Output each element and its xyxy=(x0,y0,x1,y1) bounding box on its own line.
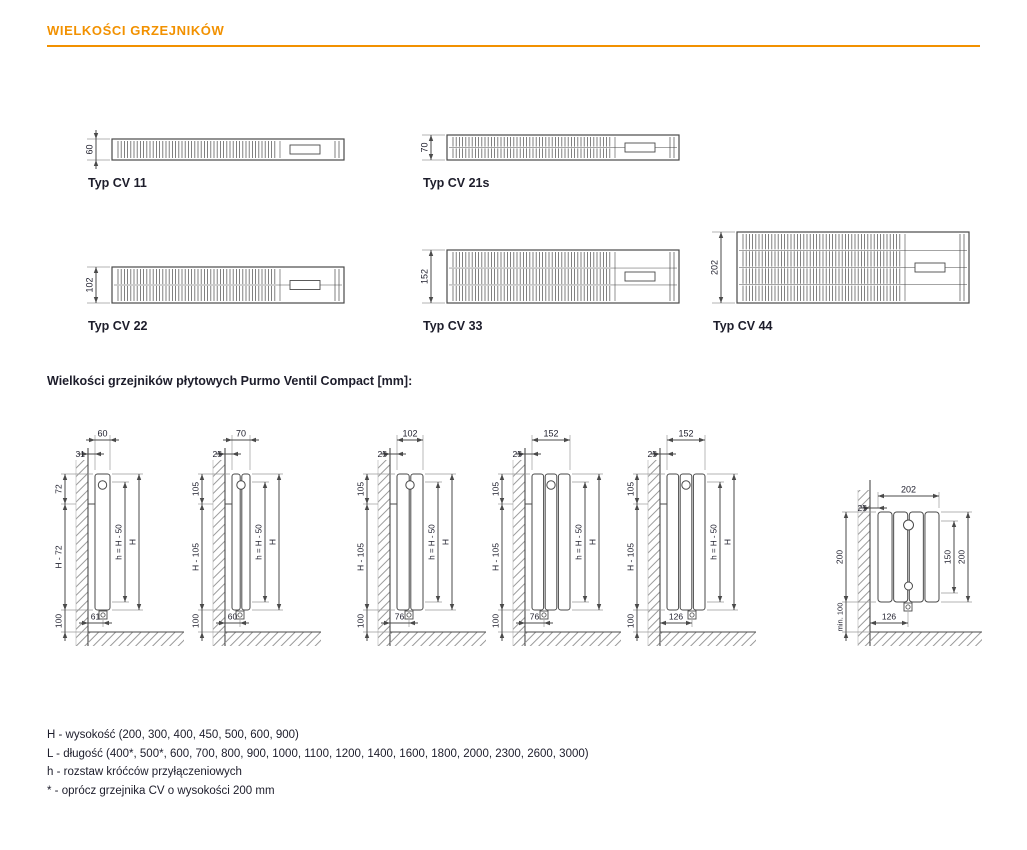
top-view-diagram-cv22: 102 xyxy=(78,257,350,313)
legend: H - wysokość (200, 300, 400, 450, 500, 6… xyxy=(47,729,589,803)
svg-text:105: 105 xyxy=(491,482,501,496)
svg-text:25: 25 xyxy=(648,449,658,459)
svg-text:152: 152 xyxy=(420,269,430,284)
svg-text:102: 102 xyxy=(402,429,417,439)
legend-line-length: L - długość (400*, 500*, 600, 700, 800, … xyxy=(47,747,589,760)
svg-text:70: 70 xyxy=(420,142,430,152)
svg-text:H: H xyxy=(588,539,598,545)
svg-text:100: 100 xyxy=(491,614,501,628)
svg-text:202: 202 xyxy=(710,260,720,275)
top-view-label-cv44: Typ CV 44 xyxy=(713,319,773,333)
subtitle: Wielkości grzejników płytowych Purmo Ven… xyxy=(47,374,413,388)
svg-text:76: 76 xyxy=(530,612,540,622)
svg-text:h = H - 50: h = H - 50 xyxy=(575,524,584,560)
side-view-cv22: 102 25 105 H - 105 100 h = H - 50 H 76 xyxy=(350,424,500,676)
svg-text:H: H xyxy=(128,539,138,545)
side-view-cv21s: 70 25 105 H - 105 100 h = H - 50 H 60 xyxy=(185,424,335,676)
svg-text:h = H - 50: h = H - 50 xyxy=(115,524,124,560)
svg-text:126: 126 xyxy=(669,612,683,622)
page-title: WIELKOŚCI GRZEJNIKÓW xyxy=(47,23,225,38)
detail-view-corner: 202 25 200 min. 100 150 200 126 xyxy=(820,424,1025,676)
top-view-diagram-cv33: 152 xyxy=(413,240,685,313)
svg-text:60: 60 xyxy=(85,144,95,154)
svg-text:H - 72: H - 72 xyxy=(54,545,64,568)
svg-text:h = H - 50: h = H - 50 xyxy=(428,524,437,560)
side-view-cv33: 152 25 105 H - 105 100 h = H - 50 H 76 xyxy=(485,424,635,676)
svg-text:200: 200 xyxy=(835,550,845,564)
svg-text:25: 25 xyxy=(858,503,868,513)
svg-text:25: 25 xyxy=(213,449,223,459)
svg-text:100: 100 xyxy=(356,614,366,628)
svg-text:H - 105: H - 105 xyxy=(356,543,366,571)
svg-text:70: 70 xyxy=(236,429,246,439)
top-view-label-cv21s: Typ CV 21s xyxy=(423,176,490,190)
svg-text:60: 60 xyxy=(228,612,238,622)
svg-text:25: 25 xyxy=(513,449,523,459)
header-rule xyxy=(47,45,980,47)
top-view-label-cv33: Typ CV 33 xyxy=(423,319,483,333)
top-view-diagram-cv44: 202 xyxy=(703,222,975,313)
svg-text:100: 100 xyxy=(54,614,64,628)
top-view-cv22: 102 Typ CV 22 xyxy=(78,257,350,333)
top-view-cv11: 60 Typ CV 11 xyxy=(78,129,350,190)
svg-text:min. 100: min. 100 xyxy=(836,603,845,632)
top-view-label-cv11: Typ CV 11 xyxy=(88,176,147,190)
top-view-label-cv22: Typ CV 22 xyxy=(88,319,148,333)
svg-text:200: 200 xyxy=(957,550,967,564)
svg-text:31: 31 xyxy=(76,449,86,459)
svg-text:H: H xyxy=(723,539,733,545)
svg-text:150: 150 xyxy=(943,550,953,564)
top-view-diagram-cv21s: 70 xyxy=(413,125,685,170)
svg-text:126: 126 xyxy=(882,612,896,622)
svg-text:76: 76 xyxy=(395,612,405,622)
svg-text:105: 105 xyxy=(191,482,201,496)
svg-text:H - 105: H - 105 xyxy=(191,543,201,571)
top-view-diagram-cv11: 60 xyxy=(78,129,350,170)
svg-text:105: 105 xyxy=(356,482,366,496)
svg-text:25: 25 xyxy=(378,449,388,459)
svg-text:h = H - 50: h = H - 50 xyxy=(255,524,264,560)
svg-text:100: 100 xyxy=(191,614,201,628)
svg-text:202: 202 xyxy=(901,485,916,495)
top-view-cv33: 152 Typ CV 33 xyxy=(413,240,685,333)
svg-text:h = H - 50: h = H - 50 xyxy=(710,524,719,560)
side-view-cv44: 152 25 105 H - 105 100 h = H - 50 H 126 xyxy=(620,424,770,676)
svg-text:100: 100 xyxy=(626,614,636,628)
legend-line-height: H - wysokość (200, 300, 400, 450, 500, 6… xyxy=(47,729,299,741)
svg-text:72: 72 xyxy=(54,484,64,494)
svg-text:61: 61 xyxy=(91,612,101,622)
svg-text:H - 105: H - 105 xyxy=(491,543,501,571)
svg-text:H: H xyxy=(441,539,451,545)
legend-line-note: * - oprócz grzejnika CV o wysokości 200 … xyxy=(47,784,275,797)
svg-text:105: 105 xyxy=(626,482,636,496)
svg-text:152: 152 xyxy=(678,429,693,439)
top-view-cv21s: 70 Typ CV 21s xyxy=(413,125,685,190)
svg-text:H - 105: H - 105 xyxy=(626,543,636,571)
side-views-section: 60 31 72 H - 72 100 h = H - 50 H 61 70 25 105 H - … xyxy=(0,424,1027,680)
side-view-cv11: 60 31 72 H - 72 100 h = H - 50 H 61 xyxy=(48,424,198,676)
legend-line-spacing: h - rozstaw króćców przyłączeniowych xyxy=(47,766,242,778)
top-view-cv44: 202 Typ CV 44 xyxy=(703,222,975,333)
svg-text:H: H xyxy=(268,539,278,545)
svg-text:102: 102 xyxy=(85,277,95,292)
svg-text:60: 60 xyxy=(97,429,107,439)
svg-text:152: 152 xyxy=(543,429,558,439)
